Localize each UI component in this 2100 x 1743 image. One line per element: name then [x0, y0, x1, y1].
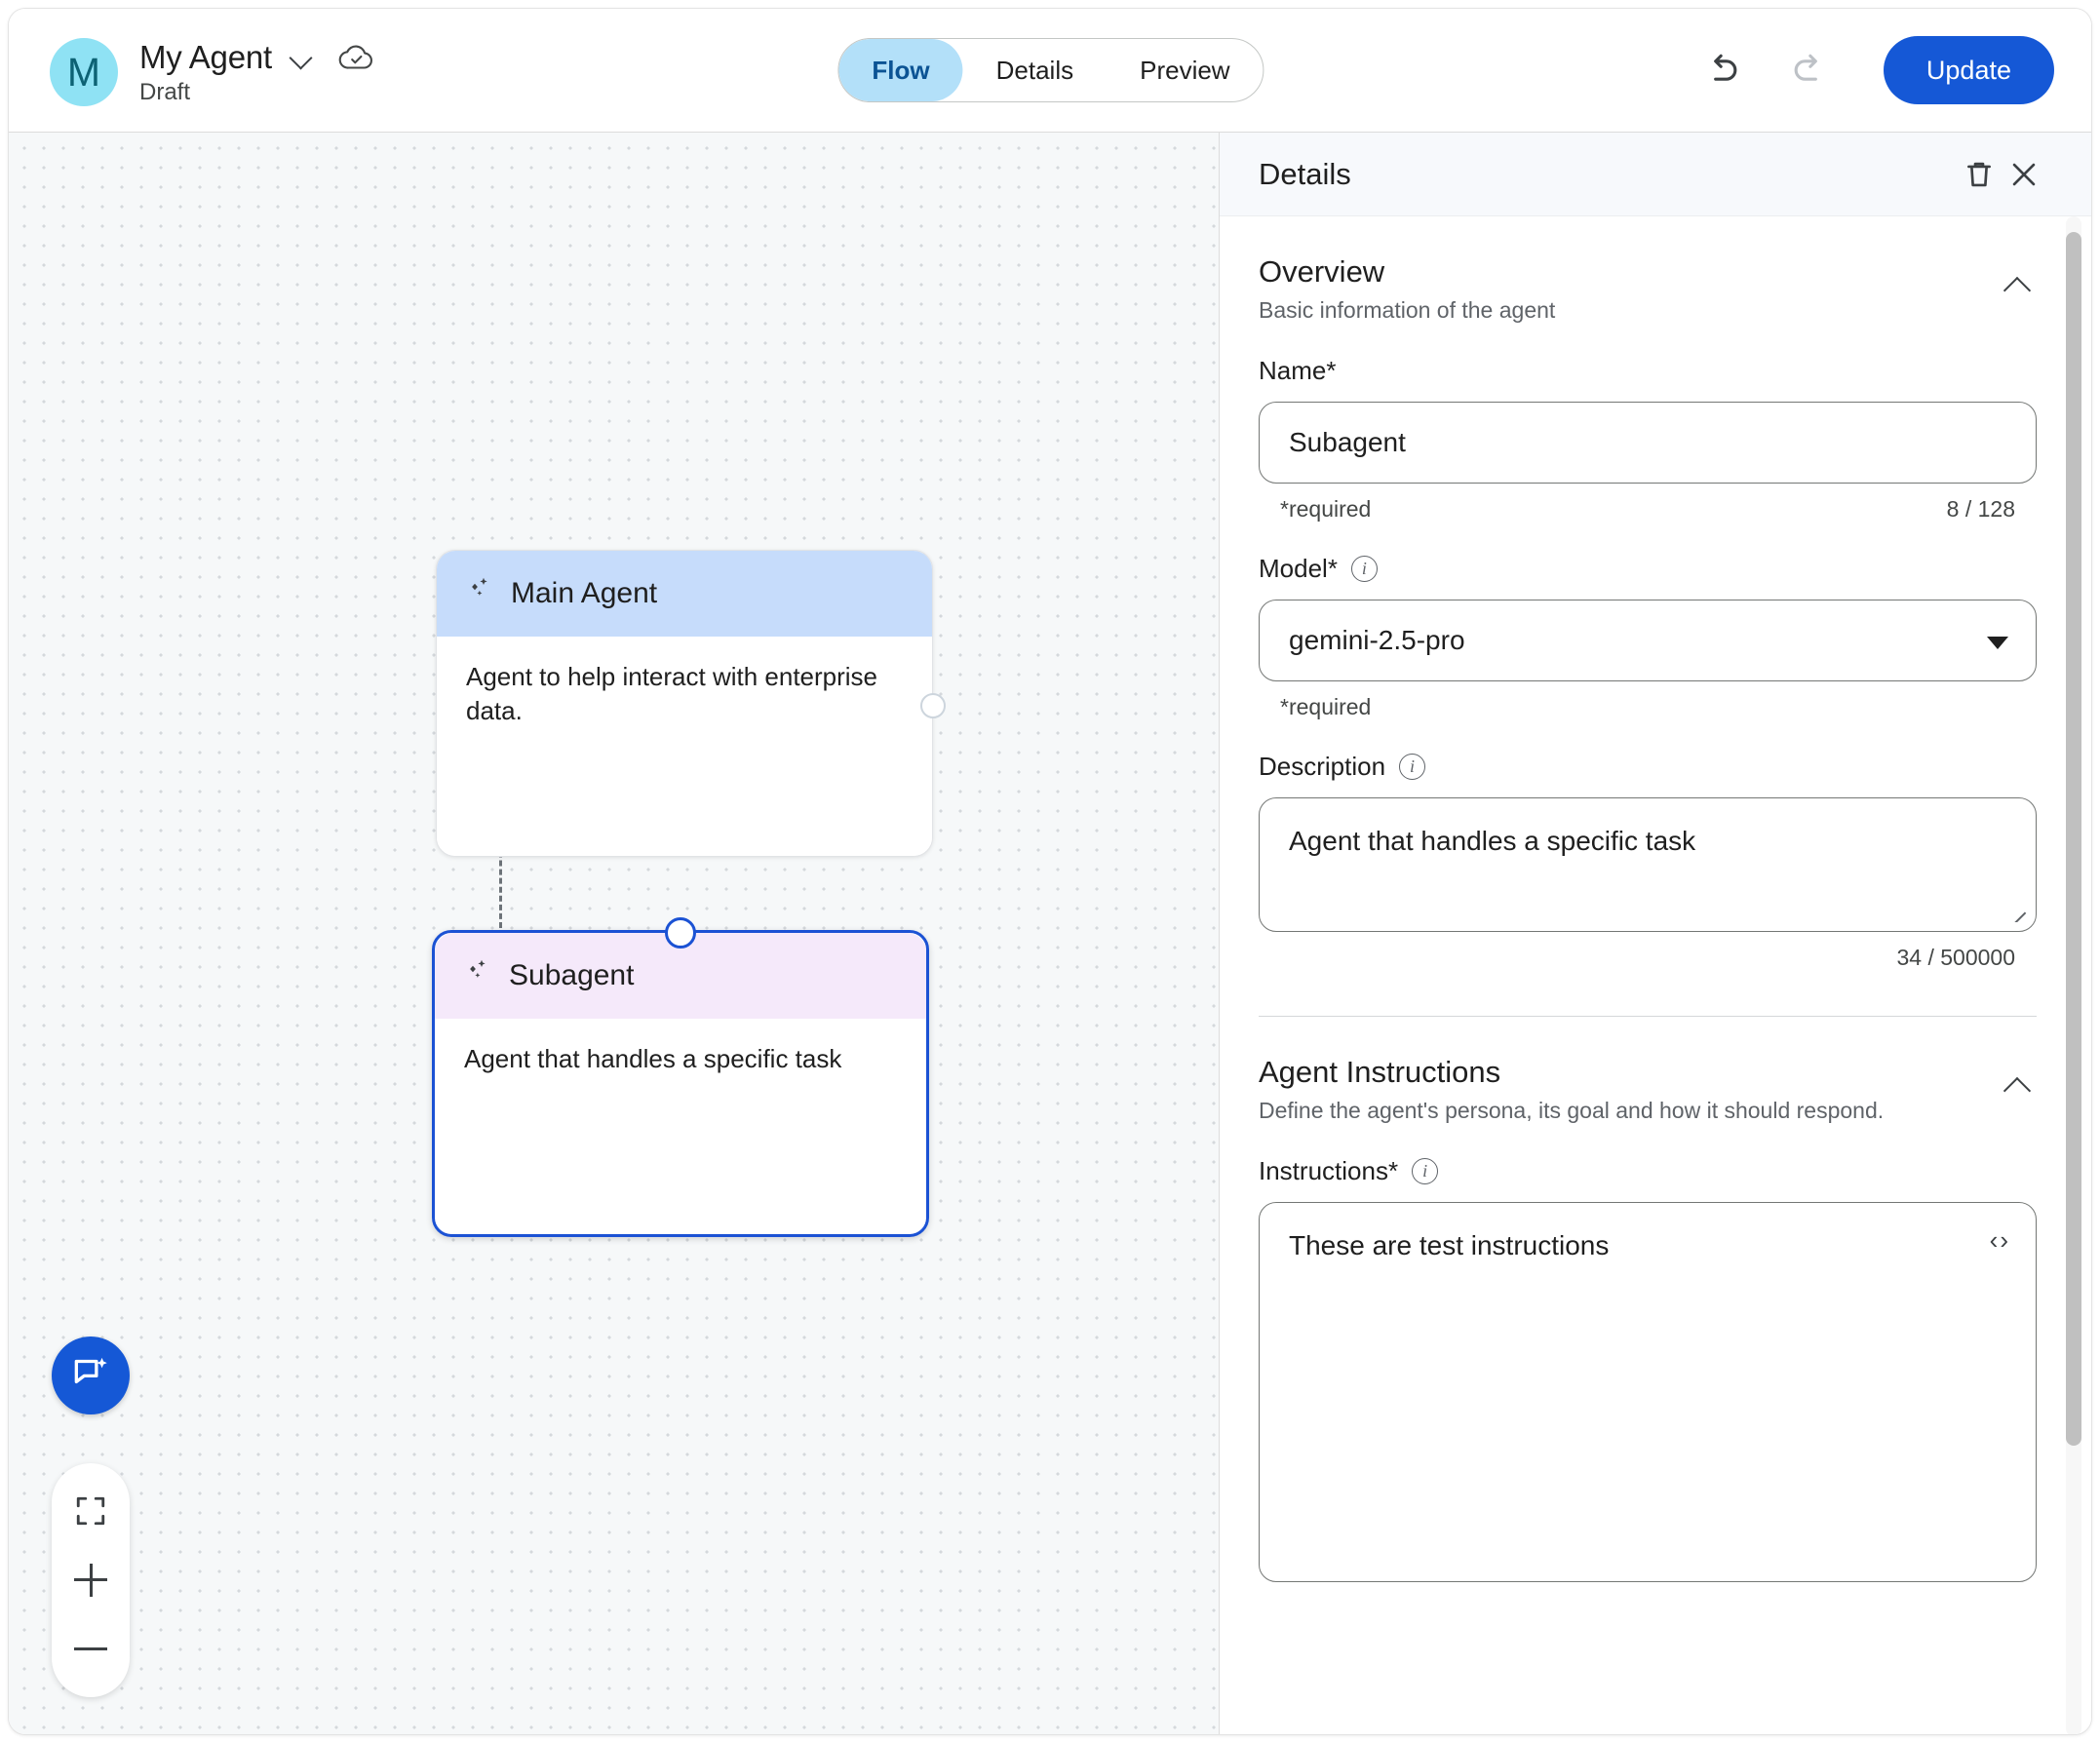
details-panel-content: Overview Basic information of the agent …	[1220, 216, 2091, 1582]
overview-section-header: Overview Basic information of the agent	[1259, 216, 2037, 325]
description-value: Agent that handles a specific task	[1289, 825, 1696, 856]
agent-instructions-collapse-chevron-up-icon[interactable]	[1998, 1067, 2037, 1106]
flow-node-title: Main Agent	[511, 577, 658, 609]
flow-node-inner: Main Agent Agent to help interact with e…	[437, 551, 932, 856]
model-select-value: gemini-2.5-pro	[1289, 624, 1465, 655]
close-icon[interactable]	[2002, 152, 2046, 197]
details-panel: Details Overview Bas	[1219, 133, 2091, 1734]
description-resize-handle[interactable]	[2007, 903, 2027, 922]
chat-sparkle-icon	[69, 1352, 112, 1400]
description-info-icon[interactable]: i	[1399, 753, 1426, 780]
flow-node-description: Agent that handles a specific task	[435, 1019, 926, 1234]
brand-text: My Agent Draft	[139, 39, 373, 106]
name-label: Name*	[1259, 356, 2037, 386]
description-helper-row: 34 / 500000	[1259, 945, 2037, 971]
dropdown-arrow-icon	[1987, 636, 2008, 649]
view-tabs: Flow Details Preview	[837, 38, 1264, 102]
instructions-info-icon[interactable]: i	[1412, 1157, 1439, 1184]
zoom-in-button[interactable]	[58, 1548, 123, 1612]
model-required-hint: *required	[1280, 693, 1372, 719]
section-divider	[1259, 1015, 2037, 1017]
tab-preview[interactable]: Preview	[1140, 55, 1230, 85]
description-label-text: Description	[1259, 751, 1386, 781]
name-input[interactable]: Subagent	[1259, 401, 2037, 484]
model-info-icon[interactable]: i	[1350, 555, 1378, 582]
zoom-controls	[52, 1463, 130, 1697]
sparkle-icon	[464, 957, 493, 994]
top-actions: Update	[1696, 36, 2054, 104]
description-char-count: 34 / 500000	[1896, 944, 2015, 970]
name-required-hint: *required	[1280, 495, 1372, 522]
details-panel-title: Details	[1259, 156, 1351, 191]
undo-icon[interactable]	[1696, 44, 1749, 97]
model-select[interactable]: gemini-2.5-pro	[1259, 599, 2037, 681]
instructions-textarea[interactable]: These are test instructions ‹›	[1259, 1201, 2037, 1582]
panel-scrollbar-thumb[interactable]	[2066, 232, 2081, 1446]
tab-details[interactable]: Details	[995, 55, 1074, 85]
flow-edge	[499, 790, 502, 928]
name-char-count: 8 / 128	[1946, 495, 2015, 522]
brand-title-row: My Agent	[139, 39, 373, 76]
overview-collapse-chevron-up-icon[interactable]	[1998, 267, 2037, 306]
flow-node-subagent[interactable]: Subagent Agent that handles a specific t…	[432, 917, 929, 1237]
flow-node-description: Agent to help interact with enterprise d…	[437, 637, 932, 856]
flow-node-main-agent[interactable]: Main Agent Agent to help interact with e…	[436, 550, 946, 857]
flow-node-title: Subagent	[509, 959, 635, 991]
redo-icon[interactable]	[1782, 44, 1835, 97]
avatar: M	[50, 38, 118, 106]
page-title: My Agent	[139, 38, 272, 75]
agent-brand: M My Agent Draft	[50, 38, 373, 106]
chevron-down-icon[interactable]	[290, 45, 315, 70]
sparkle-icon	[466, 575, 495, 612]
status-badge: Draft	[139, 78, 191, 105]
details-panel-header: Details	[1220, 133, 2091, 216]
update-button[interactable]: Update	[1883, 36, 2054, 104]
node-port-top[interactable]	[665, 917, 696, 949]
flow-canvas[interactable]: Main Agent Agent to help interact with e…	[9, 133, 1221, 1734]
description-textarea[interactable]: Agent that handles a specific task	[1259, 796, 2037, 932]
model-label-text: Model*	[1259, 553, 1338, 583]
name-input-value: Subagent	[1289, 426, 1406, 457]
agent-instructions-title: Agent Instructions	[1259, 1054, 1501, 1089]
cloud-saved-icon	[338, 43, 373, 72]
assistant-fab-button[interactable]	[52, 1336, 130, 1414]
name-label-text: Name*	[1259, 355, 1337, 385]
name-helper-row: *required 8 / 128	[1259, 496, 2037, 523]
trash-icon[interactable]	[1957, 152, 2002, 197]
instructions-label: Instructions* i	[1259, 1156, 2037, 1186]
model-helper-row: *required	[1259, 694, 2037, 720]
description-label: Description i	[1259, 752, 2037, 782]
tab-flow[interactable]: Flow	[838, 39, 963, 101]
top-bar: M My Agent Draft Flow Details Pr	[9, 9, 2091, 133]
overview-subtitle: Basic information of the agent	[1259, 297, 1556, 324]
zoom-out-button[interactable]	[58, 1617, 123, 1682]
agent-instructions-section-header: Agent Instructions Define the agent's pe…	[1259, 1017, 2037, 1125]
code-view-toggle-icon[interactable]: ‹›	[1989, 1224, 2010, 1255]
flow-node-header: Main Agent	[437, 551, 932, 637]
node-port-right[interactable]	[920, 693, 946, 718]
instructions-label-text: Instructions*	[1259, 1155, 1399, 1185]
overview-title: Overview	[1259, 254, 1385, 289]
agent-instructions-subtitle: Define the agent's persona, its goal and…	[1259, 1098, 1885, 1124]
app-window: M My Agent Draft Flow Details Pr	[8, 8, 2092, 1735]
instructions-field-group: Instructions* i These are test instructi…	[1259, 1156, 2037, 1582]
description-field-group: Description i Agent that handles a speci…	[1259, 752, 2037, 971]
fit-to-screen-icon[interactable]	[58, 1479, 123, 1543]
model-field-group: Model* i gemini-2.5-pro *required	[1259, 554, 2037, 720]
model-label: Model* i	[1259, 554, 2037, 584]
instructions-value: These are test instructions	[1289, 1229, 1610, 1260]
flow-node-inner: Subagent Agent that handles a specific t…	[435, 933, 926, 1234]
details-panel-scroll[interactable]: Overview Basic information of the agent …	[1220, 216, 2091, 1734]
name-field-group: Name* Subagent *required 8 / 128	[1259, 356, 2037, 523]
